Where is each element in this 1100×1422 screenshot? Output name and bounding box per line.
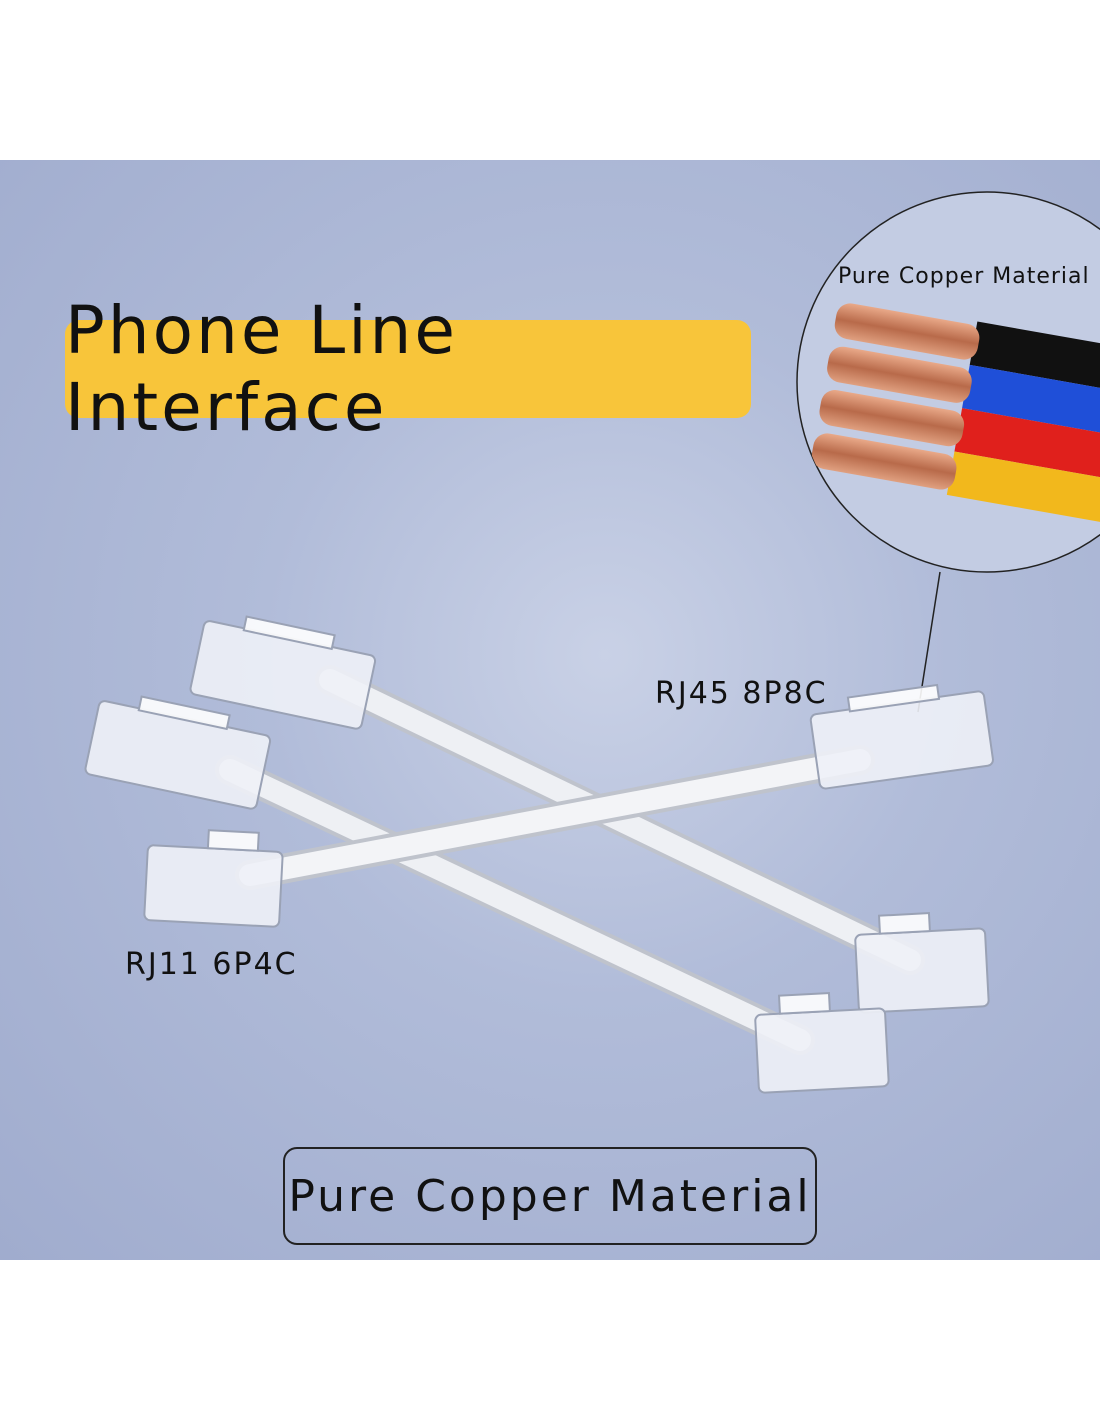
red-wire	[954, 408, 1100, 495]
title: Phone Line Interface	[65, 292, 458, 446]
rj45-label: RJ45 8P8C	[655, 676, 828, 711]
rj45-connector	[84, 695, 272, 810]
bottom-label: Pure Copper Material	[288, 1170, 812, 1222]
copper-wire-detail	[796, 191, 1100, 713]
rj11-label: RJ11 6P4C	[125, 947, 298, 982]
bottom-badge: Pure Copper Material	[283, 1147, 817, 1245]
title-badge: Phone Line Interface	[65, 292, 751, 446]
yellow-wire	[946, 451, 1100, 539]
rj11-connector	[854, 912, 990, 1014]
rj45-connector	[809, 683, 994, 790]
rj45-connector	[189, 615, 377, 730]
rj11-connector	[143, 829, 284, 928]
black-wire	[969, 321, 1100, 409]
rj11-connector	[754, 992, 890, 1094]
blue-wire	[962, 364, 1100, 452]
cables	[215, 665, 925, 1055]
circle-label: Pure Copper Material	[838, 264, 1090, 289]
